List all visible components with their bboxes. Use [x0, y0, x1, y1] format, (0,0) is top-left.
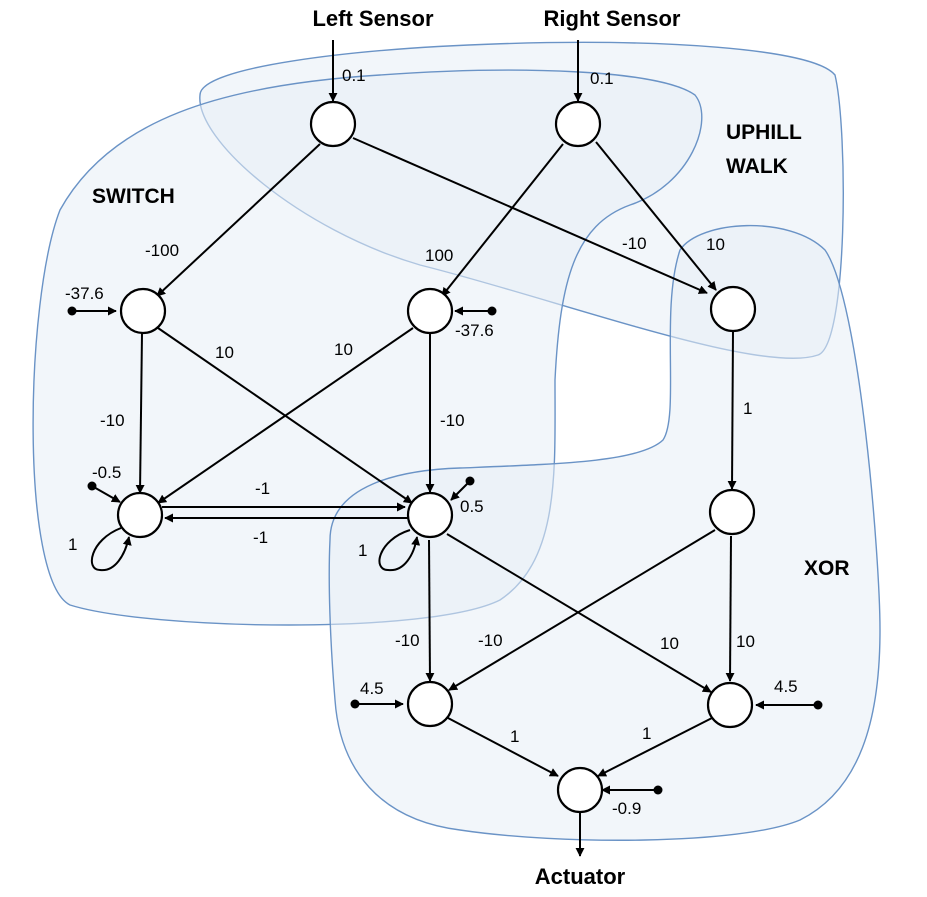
edge-mem-right-to-xor-right [446, 533, 712, 693]
weight-mem-to-xor-left: -10 [395, 631, 420, 650]
weight-left-input: 0.1 [342, 66, 366, 85]
node-hidden [708, 488, 756, 536]
bias-switch-right-dot [487, 306, 497, 316]
weight-switch-right-to-mem-right: -10 [440, 411, 465, 430]
edge-right-to-uphill [595, 141, 717, 291]
actuator-label: Actuator [535, 864, 626, 889]
weight-mem-left-to-right: -1 [255, 479, 270, 498]
weight-uphill-to-hidden: 1 [743, 399, 752, 418]
node-switch-right [406, 287, 454, 335]
bias-switch-right-label: -37.6 [455, 321, 494, 340]
weight-mem-right-to-left: -1 [253, 528, 268, 547]
bias-xor-right-label: 4.5 [774, 677, 798, 696]
bias-out-label: -0.9 [612, 799, 641, 818]
edge-hidden-to-xor-right [725, 535, 735, 682]
uphill-label-line1: UPHILL [726, 121, 802, 144]
weight-right-to-switch-right: 100 [425, 246, 453, 265]
bias-switch-left-label: -37.6 [65, 284, 104, 303]
node-xor-right [706, 681, 754, 729]
node-xor-left [406, 680, 454, 728]
weight-hidden-to-xor-left: -10 [478, 631, 503, 650]
weight-left-to-switch-left: -100 [145, 241, 179, 260]
edge-xor-right-to-out [597, 717, 713, 777]
weight-left-to-uphill: -10 [622, 234, 647, 253]
node-uphill [709, 285, 757, 333]
weight-self-right: 1 [358, 541, 367, 560]
weight-self-left: 1 [68, 535, 77, 554]
edge-left-to-switch-left [156, 143, 321, 297]
switch-label: SWITCH [92, 185, 175, 208]
weight-right-input: 0.1 [590, 69, 614, 88]
node-output [556, 766, 604, 814]
bias-mem-right-label: 0.5 [460, 497, 484, 516]
weight-mem-to-xor-right: 10 [660, 634, 679, 653]
edge-hidden-to-xor-left [448, 529, 716, 691]
weight-switch-left-to-mem-right: 10 [215, 343, 234, 362]
edge-uphill-to-hidden [727, 330, 737, 490]
bias-xor-left-dot [350, 699, 360, 709]
edge-left-to-uphill [352, 137, 708, 294]
node-switch-left [119, 287, 167, 335]
bias-switch-left-dot [67, 306, 77, 316]
self-loop-left [90, 527, 132, 572]
bias-mem-right-dot [465, 476, 475, 486]
bias-mem-left-edge [91, 485, 121, 503]
weight-switch-left-to-mem-left: -10 [100, 411, 125, 430]
edge-right-to-switch-right [441, 143, 564, 297]
weight-right-to-uphill: 10 [706, 235, 725, 254]
edge-switch-right-to-mem-left [157, 327, 414, 504]
left-sensor-label: Left Sensor [312, 6, 433, 31]
weight-xor-left-to-out: 1 [510, 727, 519, 746]
uphill-label-line2: WALK [726, 155, 788, 178]
node-right-sensor [554, 100, 602, 148]
node-mem-left [116, 491, 164, 539]
bias-mem-left-label: -0.5 [92, 463, 121, 482]
self-loop-right [378, 529, 421, 572]
node-left-sensor [309, 100, 357, 148]
bias-xor-right-dot [813, 700, 823, 710]
bias-xor-left-label: 4.5 [360, 679, 384, 698]
xor-label: XOR [804, 557, 850, 580]
node-mem-right [406, 491, 454, 539]
weight-hidden-to-xor-right: 10 [736, 632, 755, 651]
weight-switch-right-to-mem-left: 10 [334, 340, 353, 359]
bias-mem-left-dot [87, 481, 97, 491]
bias-out-dot [653, 785, 663, 795]
right-sensor-label: Right Sensor [544, 6, 681, 31]
edge-mem-right-to-xor-left [425, 539, 435, 682]
edge-xor-left-to-out [447, 717, 559, 777]
weight-xor-right-to-out: 1 [642, 724, 651, 743]
edge-switch-left-to-mem-left [135, 332, 145, 494]
